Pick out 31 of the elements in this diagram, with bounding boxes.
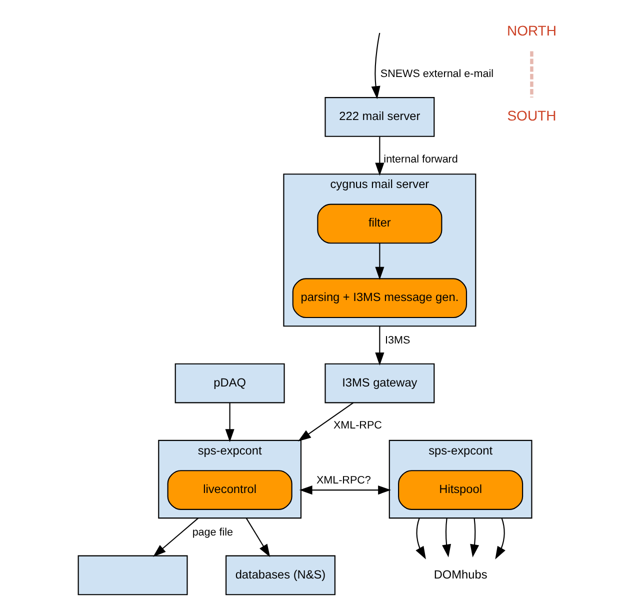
edge-label: SNEWS external e-mail	[380, 68, 493, 80]
node-box: databases (N&S)	[225, 555, 335, 596]
arrow	[370, 32, 380, 100]
arrow	[152, 518, 198, 557]
node-box: pDAQ	[174, 363, 284, 404]
arrow	[224, 403, 234, 442]
arrow	[494, 518, 505, 560]
arrow	[245, 518, 270, 558]
arrow	[374, 136, 384, 176]
arrow	[298, 486, 391, 495]
label: SOUTH	[506, 108, 556, 124]
node-box: livecontrol	[166, 470, 292, 510]
arrow	[470, 518, 479, 558]
arrow	[374, 326, 384, 366]
node-box: filter	[316, 204, 442, 244]
edge-label: internal forward	[383, 153, 458, 166]
arrow	[442, 518, 450, 558]
edge-label: I3MS	[384, 334, 410, 346]
node-text: DOMhubs	[433, 567, 487, 582]
node-box: 222 mail server	[324, 97, 434, 137]
node-box	[77, 555, 188, 596]
node-box: Hitspool	[398, 470, 523, 510]
arrow	[298, 402, 354, 442]
arrow	[415, 518, 426, 560]
node-box: I3MS gateway	[324, 363, 434, 404]
edge-label: XML-RPC?	[316, 474, 370, 487]
label: NORTH	[506, 22, 556, 38]
edge-label: XML-RPC	[332, 420, 382, 432]
arrow	[374, 243, 384, 280]
edge-label: page file	[192, 526, 233, 538]
node-box: parsing + I3MS message gen.	[292, 278, 467, 318]
